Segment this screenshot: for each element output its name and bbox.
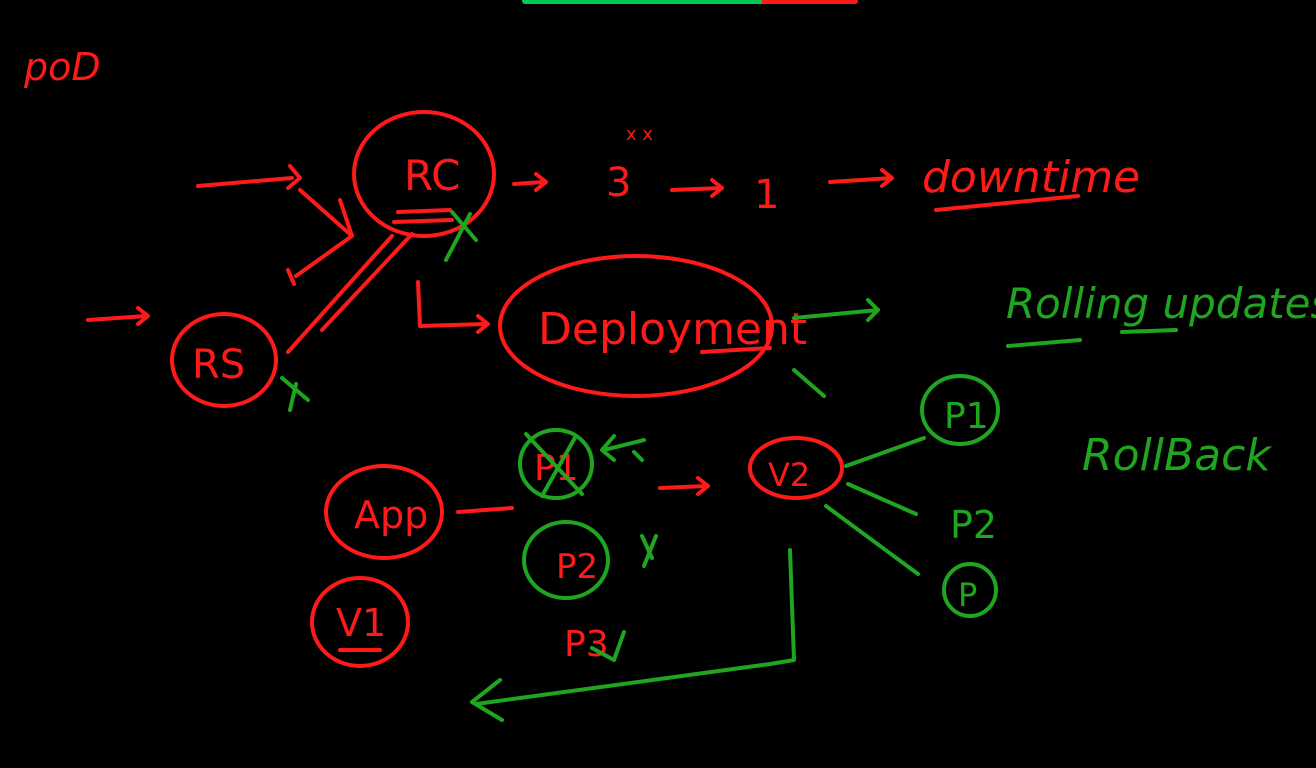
app-circle [324,464,444,560]
v2-circle [748,436,844,500]
arrow-rc-to-deployment [416,280,490,334]
app-label: App [354,493,428,537]
deployment-v2-link [792,368,826,398]
v2-rp3-link [824,504,920,576]
pod2-label: P2 [556,547,598,587]
v2-rp2-link [846,482,918,516]
rs-label: RS [192,342,245,388]
rp3-label: P [958,576,977,614]
pod3-check [590,630,626,662]
arrow-to-v2 [658,476,710,496]
replica-marks: x x [626,124,653,145]
rc-label: RC [404,151,460,200]
v2-rp1-link [844,436,926,468]
app-pod-link [456,506,514,514]
v1-label: V1 [336,601,386,645]
rs-cross [280,376,310,412]
pod2-mark [640,534,658,568]
rs-rc-link-1 [286,234,394,354]
rolling-updates-label: Rolling updates [1006,279,1316,328]
arrow-to-pod1 [600,434,646,462]
arrow-rc-to-3 [512,172,548,192]
rollback-arrow [470,548,796,722]
downtime-underline [934,194,1080,212]
arrow-to-rc [196,164,302,190]
pod1-cross [524,432,584,498]
pod1-circle [518,428,594,500]
rc-circle [352,110,496,238]
rp1-circle [920,374,1000,446]
arrow-3-to-1 [670,178,724,198]
indicator-red [762,0,858,4]
rc-cross [444,210,478,262]
rp2-label: P2 [950,503,997,547]
arrow-to-rs [86,306,150,326]
rp3-circle [942,562,998,618]
deployment-circle [498,254,774,398]
arrow-to-rolling-updates [792,298,880,322]
rs-rc-link-2 [320,232,414,332]
replica-count-3: 3 [606,160,631,206]
rc-underline [392,208,454,224]
pod-label: poD [23,45,101,89]
v1-circle [310,576,410,668]
arrow-1-to-downtime [828,168,894,188]
downtime-label: downtime [922,152,1140,203]
replica-count-1: 1 [754,172,779,218]
rp1-label: P1 [944,396,989,437]
rollback-label: RollBack [1082,430,1272,481]
rc-rs-bracket [286,188,354,286]
deployment-underline [700,346,772,354]
v2-label: V2 [768,456,810,494]
rs-circle [170,312,278,408]
rolling-updates-underline [1006,328,1178,348]
pod3-label: P3 [564,624,609,665]
pod2-circle [522,520,610,600]
toolbar-indicator [522,0,858,4]
indicator-green [522,0,762,4]
